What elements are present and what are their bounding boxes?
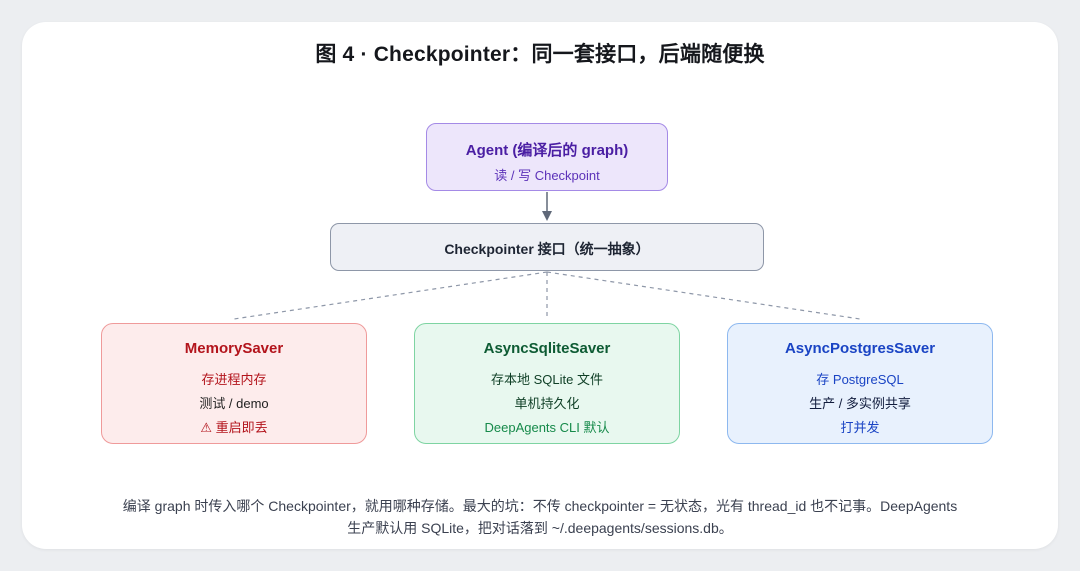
interface-title: Checkpointer 接口（统一抽象） xyxy=(444,241,650,257)
sqlite-saver-line-3: DeepAgents CLI 默认 xyxy=(484,420,610,435)
agent-title: Agent (编译后的 graph) xyxy=(465,142,629,159)
interface-to-memory-connector xyxy=(233,271,548,320)
async-postgres-saver-node: AsyncPostgresSaver 存 PostgreSQL 生产 / 多实例… xyxy=(727,323,993,444)
agent-subtitle: 读 / 写 Checkpoint xyxy=(494,168,600,183)
postgres-saver-title: AsyncPostgresSaver xyxy=(784,340,936,357)
sqlite-saver-line-2: 单机持久化 xyxy=(514,396,580,411)
agent-node: Agent (编译后的 graph) 读 / 写 Checkpoint xyxy=(426,123,668,191)
postgres-saver-line-3: 打并发 xyxy=(840,420,880,435)
interface-to-postgres-connector xyxy=(546,271,861,320)
memory-saver-warning: ⚠ 重启即丢 xyxy=(200,420,268,435)
sqlite-saver-title: AsyncSqliteSaver xyxy=(483,340,611,357)
postgres-saver-line-1: 存 PostgreSQL xyxy=(816,372,904,387)
caption-line-1: 编译 graph 时传入哪个 Checkpointer，就用哪种存储。最大的坑：… xyxy=(122,498,958,514)
caption-line-2: 生产默认用 SQLite，把对话落到 ~/.deepagents/session… xyxy=(347,520,733,536)
memory-saver-title: MemorySaver xyxy=(184,340,284,357)
postgres-saver-line-2: 生产 / 多实例共享 xyxy=(809,396,911,411)
memory-saver-line-1: 存进程内存 xyxy=(201,372,267,387)
diagram-card xyxy=(22,22,1058,549)
checkpointer-interface-node: Checkpointer 接口（统一抽象） xyxy=(330,223,764,271)
figure-caption: 编译 graph 时传入哪个 Checkpointer，就用哪种存储。最大的坑：… xyxy=(50,495,1030,539)
sqlite-saver-line-1: 存本地 SQLite 文件 xyxy=(491,372,603,387)
figure-title: 图 4 · Checkpointer：同一套接口，后端随便换 xyxy=(315,43,765,66)
memory-saver-line-2: 测试 / demo xyxy=(199,396,269,411)
memory-saver-node: MemorySaver 存进程内存 测试 / demo ⚠ 重启即丢 xyxy=(101,323,367,444)
async-sqlite-saver-node: AsyncSqliteSaver 存本地 SQLite 文件 单机持久化 Dee… xyxy=(414,323,680,444)
